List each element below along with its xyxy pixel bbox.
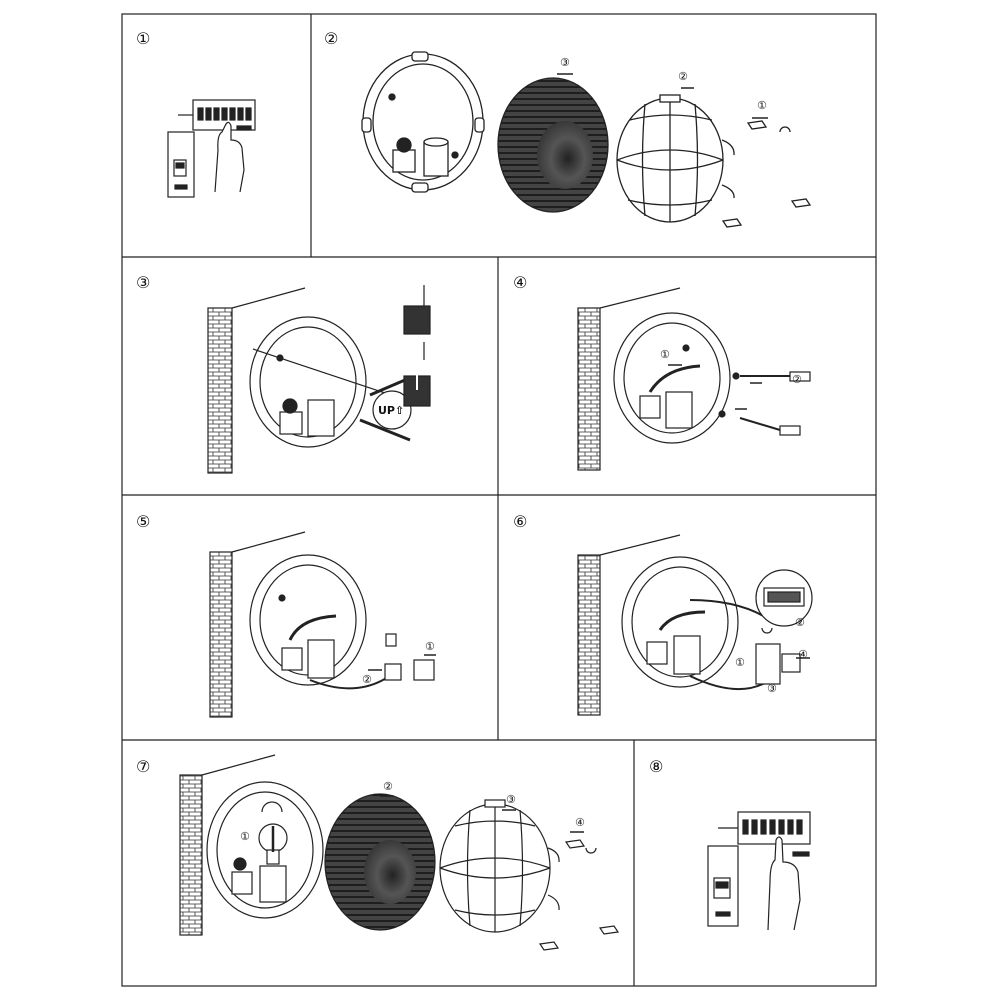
step-number-1: ① [136,29,150,48]
callout-s7-4: ④ [575,816,585,829]
callout-s6-4: ④ [798,648,808,661]
callout-s6-3: ③ [767,682,777,695]
panel-1-breaker-off [167,99,256,198]
panel-6-wiring [577,534,813,716]
callout-s7-1: ① [240,830,250,843]
callout-s4-1: ① [660,348,670,361]
up-marker: UP⇧ [378,404,404,417]
panel-2-disassembly [361,51,812,228]
panel-8-breaker-on [707,811,811,931]
glass-lens [497,77,609,213]
panel-4-fix-base [577,287,811,471]
cage-cover [616,94,735,223]
callout-s4-2: ② [792,373,802,386]
mounting-clips [721,120,812,228]
step-number-4: ④ [513,273,527,292]
step-number-8: ⑧ [649,757,663,776]
lamp-base [361,51,485,193]
callout-s6-2: ② [795,616,805,629]
step-number-5: ⑤ [136,512,150,531]
callout-s5-1: ① [425,640,435,653]
panel-3-wall-marking [207,285,431,474]
panel-grid [121,13,877,987]
callout-s2-1: ① [757,99,767,112]
callout-s7-2: ② [383,780,393,793]
panel-5-cable-entry [209,531,436,718]
panel-7-reassembly [179,754,620,951]
step-number-3: ③ [136,273,150,292]
callout-s7-3: ③ [506,793,516,806]
callout-s2-3: ③ [560,56,570,69]
step-number-6: ⑥ [513,512,527,531]
step-number-7: ⑦ [136,757,150,776]
callout-s2-2: ② [678,70,688,83]
callout-s5-2: ② [362,673,372,686]
step-number-2: ② [324,29,338,48]
callout-s6-1: ① [735,656,745,669]
